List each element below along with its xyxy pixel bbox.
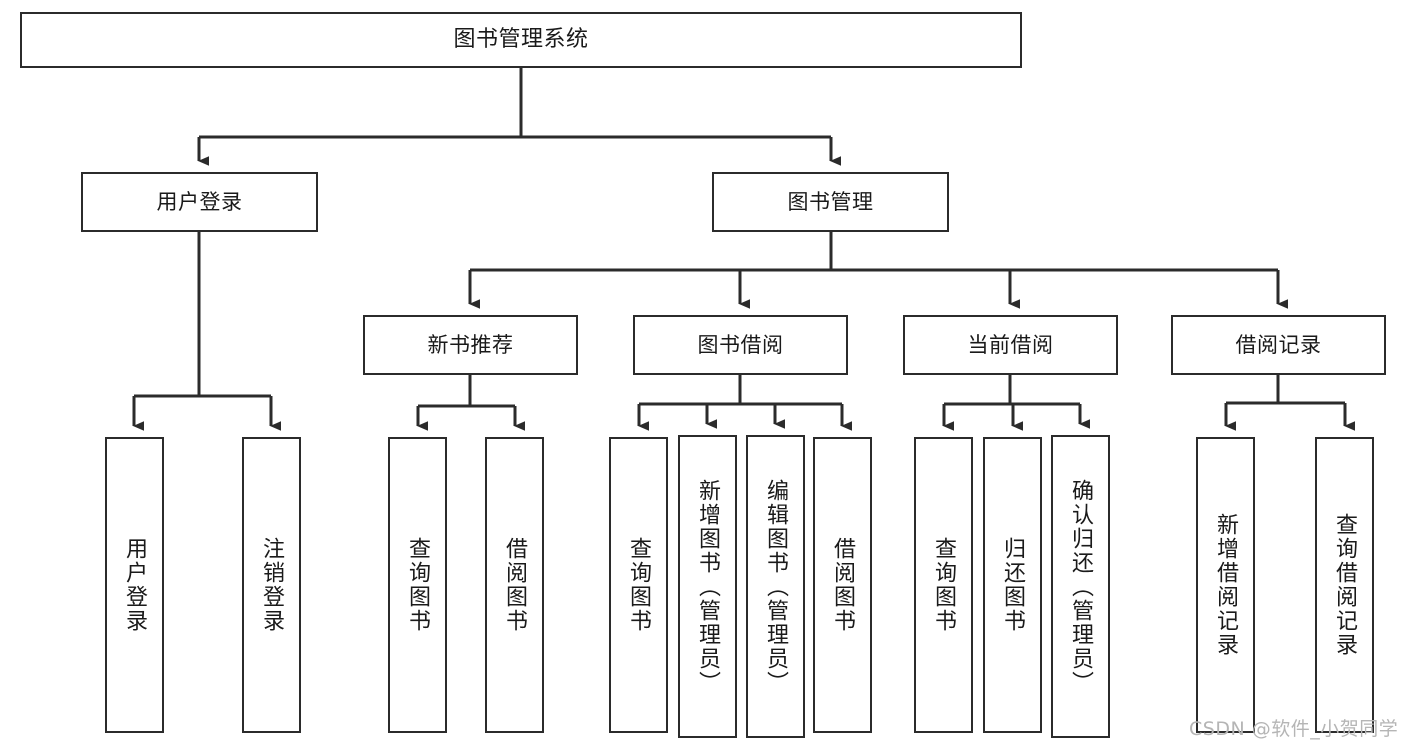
node-user-login-label: 用户登录 — [156, 189, 243, 214]
csdn-watermark: CSDN @软件_小贺同学 — [1189, 718, 1399, 740]
node-leaf-add-book[interactable]: 新增图书（管理员） — [678, 435, 737, 738]
node-leaf-query-book-3-label: 查询图书 — [931, 537, 957, 633]
node-leaf-confirm-return-label: 确认归还（管理员） — [1068, 478, 1094, 695]
node-new-book-recommend[interactable]: 新书推荐 — [363, 315, 578, 375]
node-user-login[interactable]: 用户登录 — [81, 172, 318, 232]
node-root-system-label: 图书管理系统 — [453, 27, 589, 53]
node-root-system[interactable]: 图书管理系统 — [20, 12, 1022, 68]
node-leaf-confirm-return[interactable]: 确认归还（管理员） — [1051, 435, 1110, 738]
node-leaf-return-book[interactable]: 归还图书 — [983, 437, 1042, 733]
node-leaf-logout-login[interactable]: 注销登录 — [242, 437, 301, 733]
node-leaf-user-login-label: 用户登录 — [122, 537, 148, 633]
node-book-borrow[interactable]: 图书借阅 — [633, 315, 848, 375]
node-leaf-add-book-label: 新增图书（管理员） — [695, 478, 721, 695]
node-leaf-query-book-3[interactable]: 查询图书 — [914, 437, 973, 733]
node-leaf-borrow-book-2[interactable]: 借阅图书 — [813, 437, 872, 733]
node-borrow-record-label: 借阅记录 — [1235, 332, 1322, 357]
node-borrow-record[interactable]: 借阅记录 — [1171, 315, 1386, 375]
node-leaf-query-book-1-label: 查询图书 — [405, 537, 431, 633]
node-book-manage-label: 图书管理 — [787, 189, 874, 214]
node-leaf-return-book-label: 归还图书 — [1000, 537, 1026, 633]
node-leaf-borrow-book-1-label: 借阅图书 — [502, 537, 528, 633]
node-current-borrow[interactable]: 当前借阅 — [903, 315, 1118, 375]
node-leaf-add-record[interactable]: 新增借阅记录 — [1196, 437, 1255, 733]
node-leaf-query-book-1[interactable]: 查询图书 — [388, 437, 447, 733]
node-leaf-borrow-book-2-label: 借阅图书 — [830, 537, 856, 633]
node-book-borrow-label: 图书借阅 — [697, 332, 784, 357]
node-leaf-edit-book-label: 编辑图书（管理员） — [763, 478, 789, 695]
node-leaf-edit-book[interactable]: 编辑图书（管理员） — [746, 435, 805, 738]
node-book-manage[interactable]: 图书管理 — [712, 172, 949, 232]
node-leaf-query-book-2[interactable]: 查询图书 — [609, 437, 668, 733]
node-leaf-borrow-book-1[interactable]: 借阅图书 — [485, 437, 544, 733]
node-new-book-recommend-label: 新书推荐 — [427, 332, 514, 357]
node-leaf-add-record-label: 新增借阅记录 — [1213, 513, 1239, 657]
node-leaf-query-book-2-label: 查询图书 — [626, 537, 652, 633]
node-current-borrow-label: 当前借阅 — [967, 332, 1054, 357]
node-leaf-query-record[interactable]: 查询借阅记录 — [1315, 437, 1374, 733]
node-leaf-query-record-label: 查询借阅记录 — [1332, 513, 1358, 657]
node-leaf-logout-login-label: 注销登录 — [259, 537, 285, 633]
node-leaf-user-login[interactable]: 用户登录 — [105, 437, 164, 733]
